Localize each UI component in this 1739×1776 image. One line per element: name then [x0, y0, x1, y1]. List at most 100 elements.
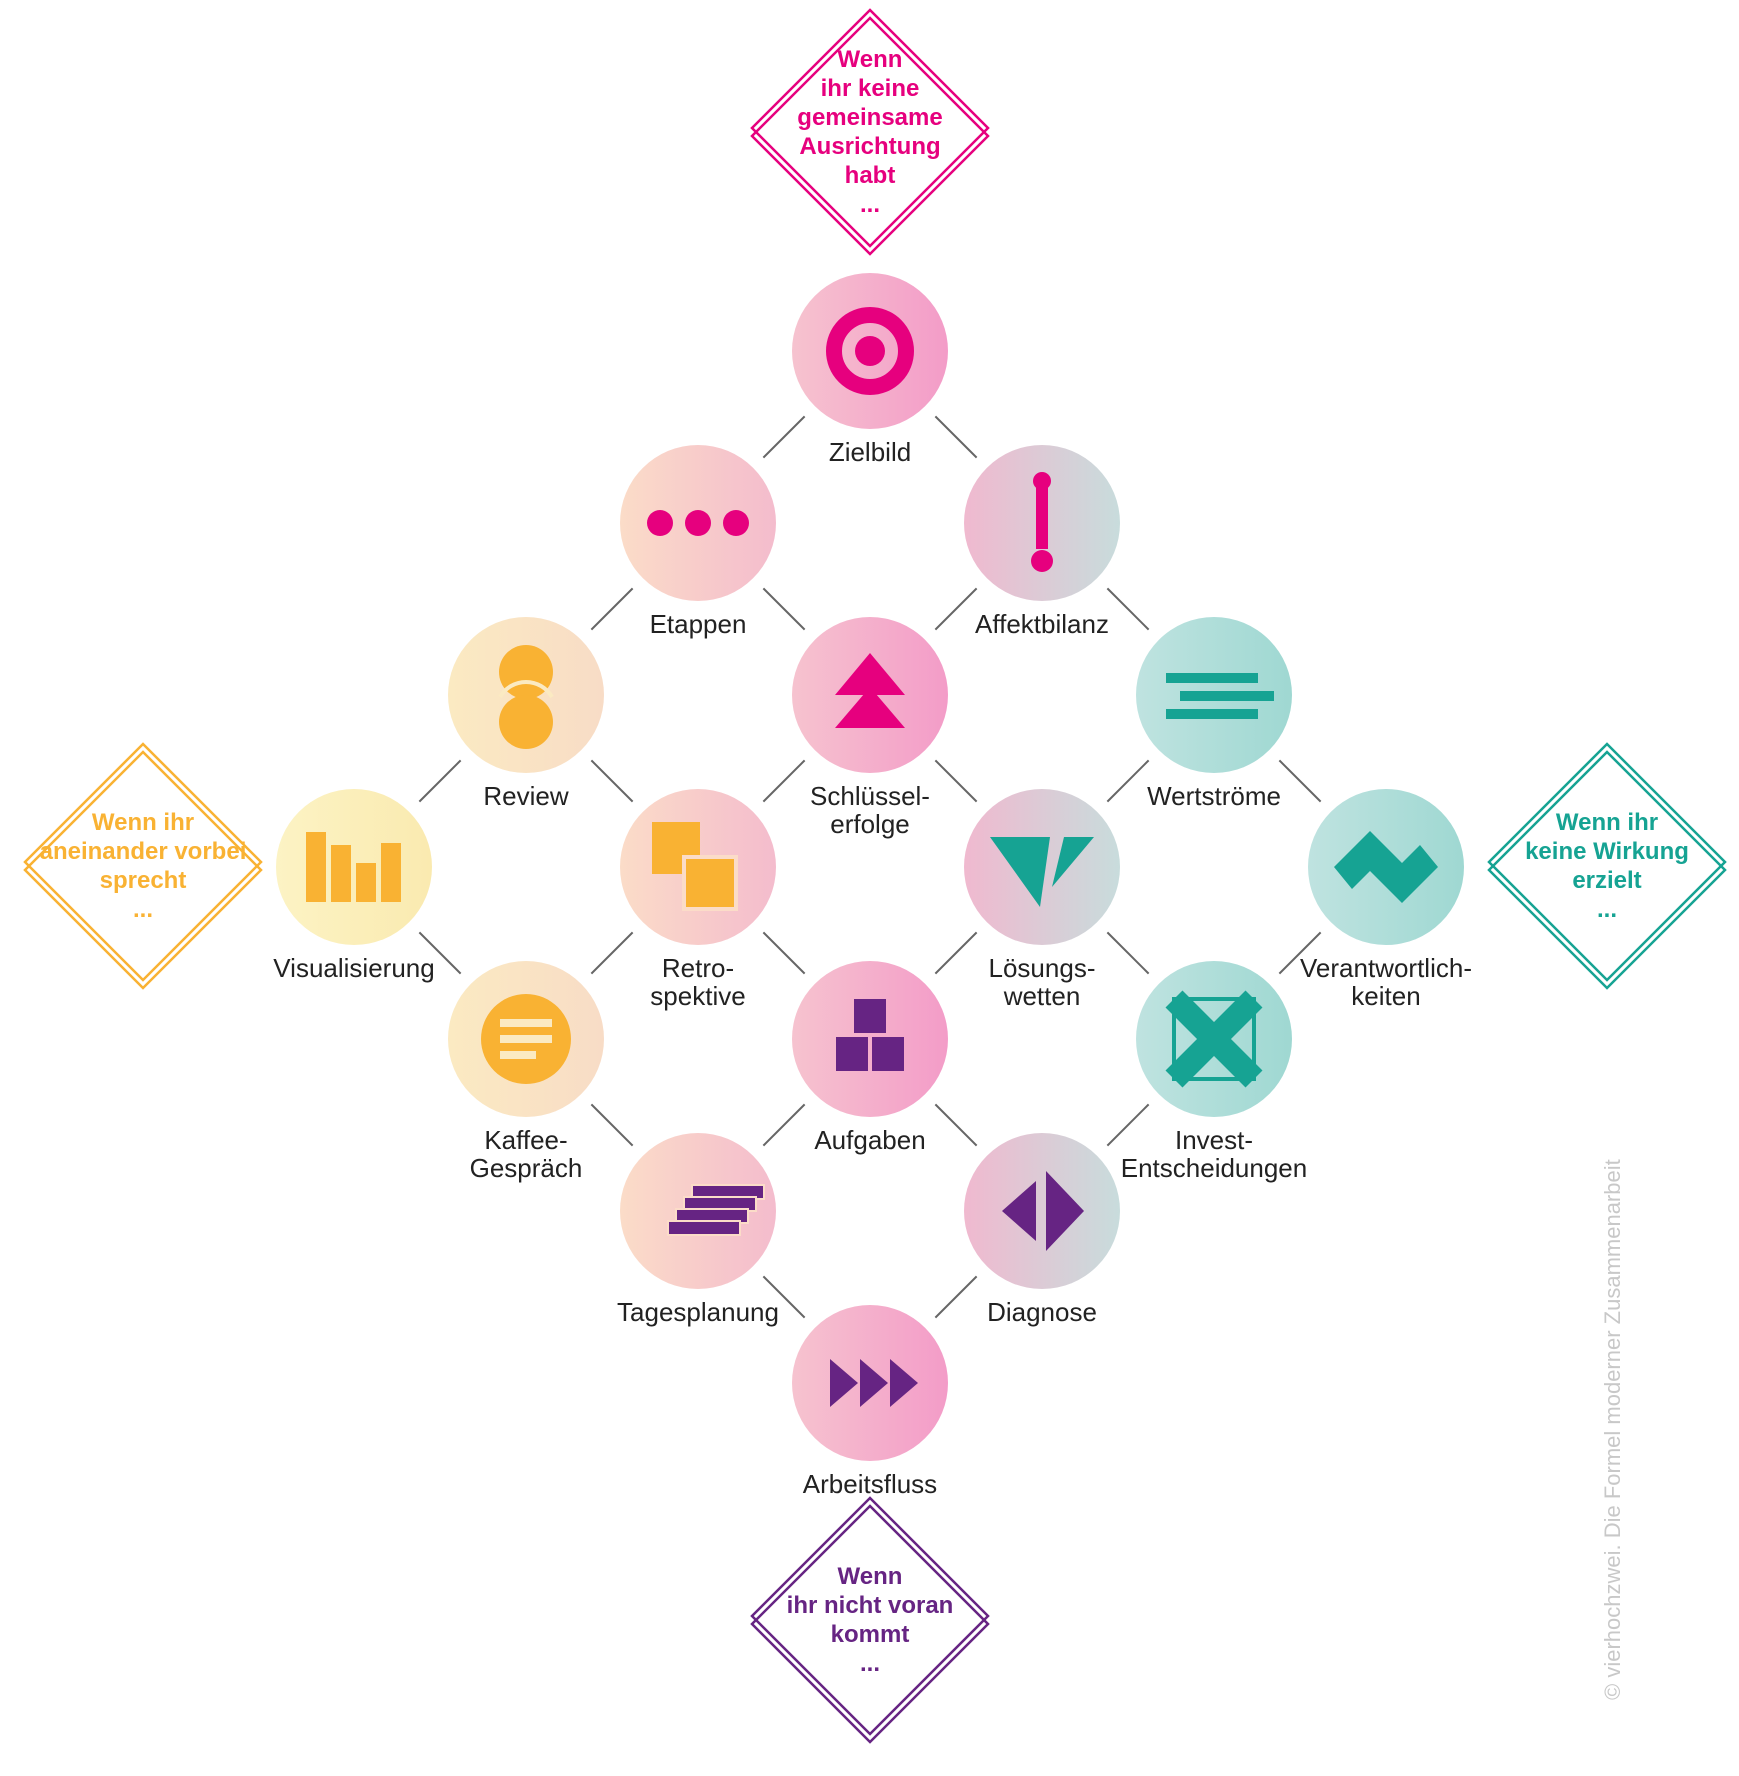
node-tagesplanung: Tagesplanung: [617, 1133, 779, 1327]
diamond-outline: [750, 16, 990, 256]
node-label: spektive: [650, 981, 745, 1011]
node-label: Schlüssel-: [810, 781, 930, 811]
double-up-icon: [835, 653, 905, 728]
diamond-text-line: ...: [133, 896, 153, 923]
node-label: Lösungs-: [989, 953, 1096, 983]
node-label: Etappen: [650, 609, 747, 639]
connector-line: [418, 759, 462, 803]
node-zielbild: Zielbild: [792, 273, 948, 467]
node-label: Invest-: [1175, 1125, 1253, 1155]
connector-line: [762, 931, 806, 975]
node-label: Retro-: [662, 953, 734, 983]
diamond-outline: [750, 1496, 990, 1736]
node-label: Zielbild: [829, 437, 911, 467]
connector-line: [762, 759, 806, 803]
node-affektbilanz: Affektbilanz: [964, 445, 1120, 639]
node-label: Diagnose: [987, 1297, 1097, 1327]
connector-line: [1106, 1103, 1150, 1147]
connector-line: [590, 587, 634, 631]
diamond-text-line: keine Wirkung: [1525, 838, 1689, 865]
diamond-text-line: gemeinsame: [797, 104, 942, 131]
connector-line: [762, 1275, 806, 1319]
target-icon: [826, 307, 914, 395]
node-arbeitsfluss: Arbeitsfluss: [792, 1305, 948, 1499]
node-circle: [276, 789, 432, 945]
node-review: Review: [448, 617, 604, 811]
diamond-text-line: ihr keine: [821, 75, 920, 102]
connector-line: [934, 587, 978, 631]
chat-lines-icon: [481, 994, 571, 1084]
diamond-text-line: erzielt: [1572, 867, 1641, 894]
diamond-outline: [1487, 750, 1727, 990]
connector-line: [762, 587, 806, 631]
node-kaffeegespraech: Kaffee-Gespräch: [448, 961, 604, 1183]
node-loesungswetten: Lösungs-wetten: [964, 789, 1120, 1011]
connector-lines: [418, 415, 1322, 1319]
node-circle: [792, 961, 948, 1117]
connector-line: [1278, 931, 1322, 975]
connector-line: [934, 931, 978, 975]
node-label: Entscheidungen: [1121, 1153, 1307, 1183]
diamond-text-line: aneinander vorbei: [40, 838, 247, 865]
diamond-text-line: sprecht: [100, 867, 187, 894]
triangle-icon: [990, 837, 1094, 907]
exclamation-icon: [1031, 472, 1053, 572]
diamond-text-line: ihr nicht voran: [787, 1592, 954, 1619]
connector-line: [934, 415, 978, 459]
node-investentscheidungen: Invest-Entscheidungen: [1121, 961, 1307, 1183]
node-label: Gespräch: [470, 1153, 583, 1183]
diamond-text-line: Wenn: [838, 46, 903, 73]
node-wertstroeme: Wertströme: [1136, 617, 1292, 811]
diamond-text-line: kommt: [831, 1621, 910, 1648]
two-circles-icon: [498, 645, 554, 749]
squares-icon: [652, 822, 738, 911]
split-diamond-icon: [1002, 1171, 1084, 1251]
node-circle: [964, 1133, 1120, 1289]
stream-lines-icon: [1166, 673, 1274, 719]
node-label: Kaffee-: [484, 1125, 567, 1155]
connector-line: [590, 759, 634, 803]
node-aufgaben: Aufgaben: [792, 961, 948, 1155]
node-diagnose: Diagnose: [964, 1133, 1120, 1327]
diamond-open-icon: [1334, 831, 1438, 903]
node-visualisierung: Visualisierung: [273, 789, 435, 983]
node-label: Affektbilanz: [975, 609, 1109, 639]
fast-forward-icon: [830, 1359, 918, 1407]
connector-line: [1106, 759, 1150, 803]
diamond-outline: [23, 742, 263, 982]
node-label: Wertströme: [1147, 781, 1281, 811]
connector-line: [934, 759, 978, 803]
boxes-icon: [836, 999, 904, 1071]
connector-line: [762, 415, 806, 459]
diamond-outline: [750, 8, 990, 248]
node-label: Review: [483, 781, 568, 811]
stacked-bars-icon: [667, 1184, 765, 1236]
copyright-note: © vierhochzwei. Die Formel moderner Zusa…: [1600, 1159, 1625, 1700]
diamond-text-line: Wenn ihr: [1556, 809, 1658, 836]
connector-line: [418, 931, 462, 975]
connector-line: [590, 1103, 634, 1147]
node-schluesselerfolge: Schlüssel-erfolge: [792, 617, 948, 839]
node-label: Aufgaben: [814, 1125, 925, 1155]
node-verantwortlichkeiten: Verantwortlich-keiten: [1300, 789, 1472, 1011]
diamond-outline: [23, 750, 263, 990]
diamond-text-line: Wenn: [838, 1563, 903, 1590]
node-label: Arbeitsfluss: [803, 1469, 937, 1499]
connector-line: [934, 1275, 978, 1319]
diamond-text-line: ...: [860, 1650, 880, 1677]
connector-line: [934, 1103, 978, 1147]
node-label: keiten: [1351, 981, 1420, 1011]
diamond-text-line: habt: [845, 162, 896, 189]
three-dots-icon: [647, 510, 749, 536]
node-label: wetten: [1003, 981, 1081, 1011]
diamond-text-line: Wenn ihr: [92, 809, 194, 836]
node-label: Visualisierung: [273, 953, 434, 983]
node-etappen: Etappen: [620, 445, 776, 639]
node-label: erfolge: [830, 809, 910, 839]
